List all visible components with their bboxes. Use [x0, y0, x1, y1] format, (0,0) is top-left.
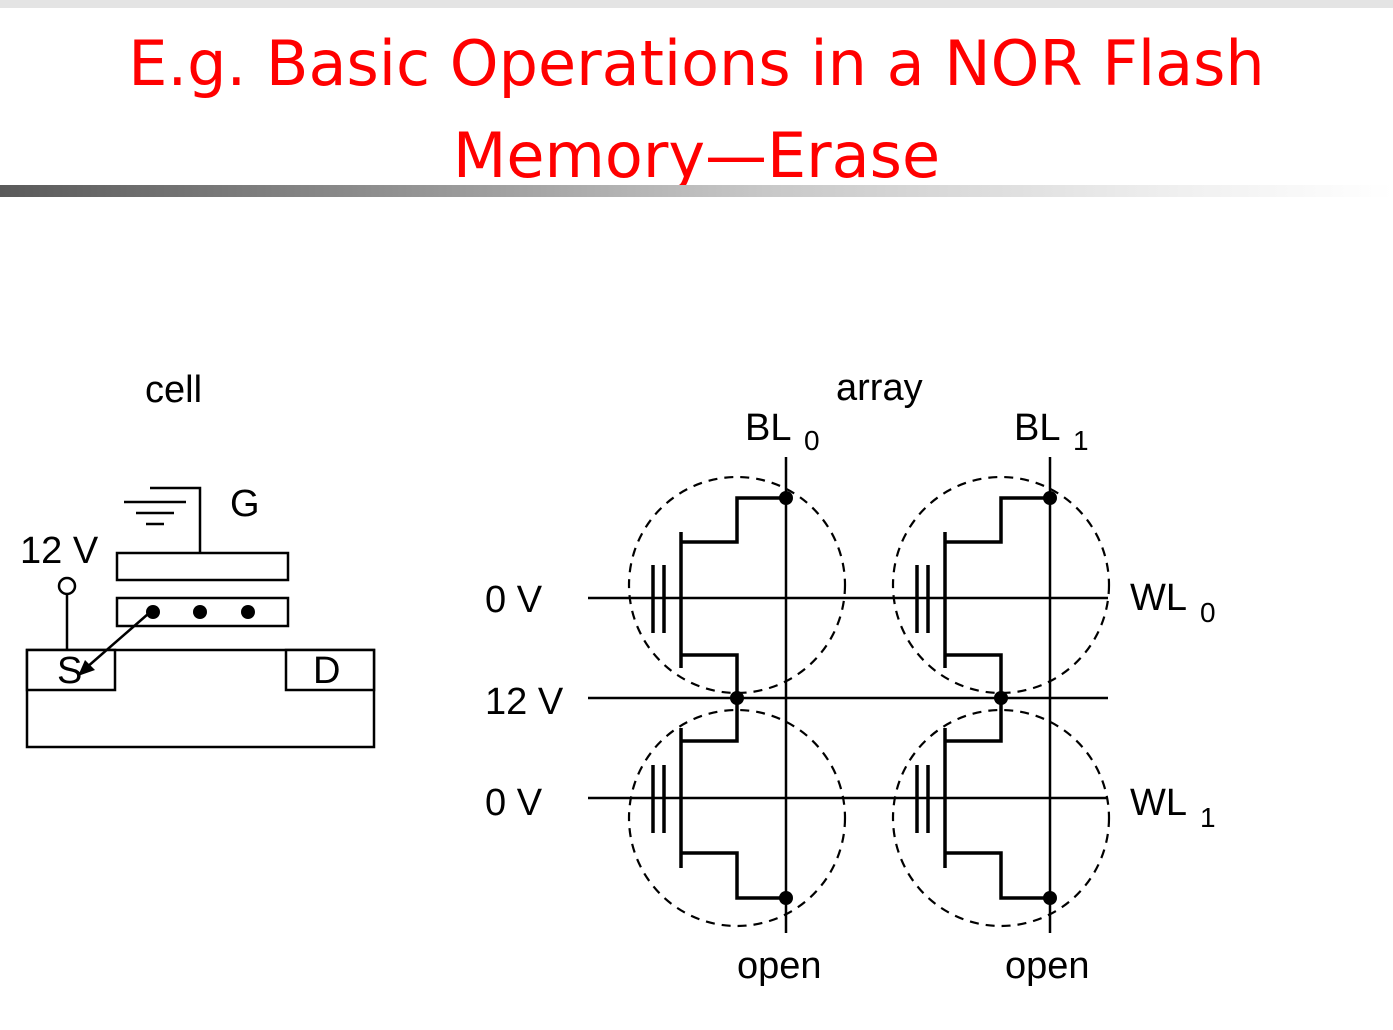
wordline-0-name: WL [1130, 577, 1187, 619]
source-line-voltage: 12 V [485, 681, 564, 723]
slide-top-strip [0, 0, 1393, 8]
bitline-0-state: open [737, 945, 822, 987]
memory-cell-wl1-bl1 [891, 698, 1111, 928]
array-diagram: array BL 0 BL 1 0 V 12 V 0 V WL 0 WL 1 o… [485, 367, 1216, 987]
bitline-1-state: open [1005, 945, 1090, 987]
source-lead [945, 698, 1003, 743]
array-heading: array [836, 367, 923, 409]
floating-gate [115, 596, 290, 628]
source-lead [681, 653, 739, 698]
memory-cell-wl1-bl0 [627, 698, 847, 928]
wordline-1-name: WL [1130, 782, 1187, 824]
source-lead [681, 698, 739, 743]
gate-wire [150, 486, 202, 553]
slide-title-line-2: Memory—Erase [452, 119, 941, 192]
gate-label: G [230, 483, 260, 525]
drain-lead [945, 496, 1050, 544]
cell-outline [891, 708, 1111, 928]
cell-diagram: cell S D G 12 V [20, 369, 376, 749]
wordline-1-voltage: 0 V [485, 782, 543, 824]
drain-lead [681, 496, 786, 544]
bitline-1-name: BL [1014, 407, 1060, 449]
source-label: S [57, 650, 82, 692]
wordline-0-voltage: 0 V [485, 579, 543, 621]
drain-region [284, 648, 376, 692]
title-divider [0, 185, 1393, 197]
ground-icon [124, 500, 186, 526]
source-junction-dot [730, 691, 744, 705]
electron [146, 605, 160, 619]
cell-heading: cell [145, 369, 202, 411]
junction-dot [1043, 491, 1057, 505]
slide-title: E.g. Basic Operations in a NOR Flash Mem… [0, 18, 1393, 202]
memory-cell-wl0-bl1 [891, 475, 1111, 698]
terminal-icon [57, 576, 77, 596]
arrow-head-icon [78, 660, 95, 676]
drain-label: D [313, 650, 340, 692]
tunneling-arrow [85, 613, 149, 669]
bitline-0-name: BL [745, 407, 791, 449]
memory-cell-wl0-bl0 [627, 475, 847, 698]
cell-outline [627, 475, 847, 695]
cell-outline [627, 708, 847, 928]
source-lead [945, 653, 1003, 698]
junction-dot [779, 891, 793, 905]
slide-title-line-1: E.g. Basic Operations in a NOR Flash [128, 27, 1265, 100]
junction-dot [779, 491, 793, 505]
electron [241, 605, 255, 619]
source-voltage-label: 12 V [20, 530, 99, 572]
bitline-1-index: 1 [1073, 425, 1089, 456]
wordline-1-index: 1 [1200, 802, 1216, 833]
cell-outline [891, 475, 1111, 695]
electron [193, 605, 207, 619]
drain-lead [945, 851, 1050, 900]
wordline-0-index: 0 [1200, 597, 1216, 628]
source-junction-dot [994, 691, 1008, 705]
control-gate [115, 551, 290, 582]
bitline-0-index: 0 [804, 425, 820, 456]
junction-dot [1043, 891, 1057, 905]
drain-lead [681, 851, 786, 900]
